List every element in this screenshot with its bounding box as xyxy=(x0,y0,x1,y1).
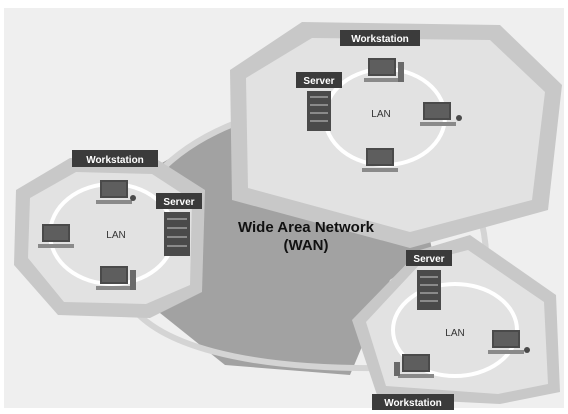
server-label: Server xyxy=(413,254,444,265)
server-label: Server xyxy=(303,76,334,87)
server-label: Server xyxy=(163,197,194,208)
workstation-label: Workstation xyxy=(351,34,409,45)
server-icon xyxy=(164,212,190,256)
workstation-icon xyxy=(362,148,398,172)
lan-label: LAN xyxy=(106,230,125,241)
server-icon xyxy=(307,91,331,131)
lan-label: LAN xyxy=(371,109,390,120)
workstation-label: Workstation xyxy=(384,398,442,409)
workstation-icon xyxy=(488,330,530,354)
lan-label: LAN xyxy=(445,328,464,339)
workstation-label: Workstation xyxy=(86,155,144,166)
workstation-icon xyxy=(394,354,434,378)
server-tag: Server xyxy=(156,193,202,209)
workstation-icon xyxy=(96,180,136,204)
workstation-tag: Workstation xyxy=(72,150,158,167)
server-icon xyxy=(417,270,441,310)
workstation-tag: Workstation xyxy=(372,394,454,410)
wan-title-line2: (WAN) xyxy=(284,237,329,254)
server-tag: Server xyxy=(296,72,342,88)
workstation-icon xyxy=(364,58,404,82)
workstation-icon xyxy=(38,224,74,248)
wan-title-line1: Wide Area Network xyxy=(238,219,375,236)
workstation-icon xyxy=(420,102,462,126)
server-tag: Server xyxy=(406,250,452,266)
workstation-tag: Workstation xyxy=(340,30,420,46)
workstation-icon xyxy=(96,266,136,290)
